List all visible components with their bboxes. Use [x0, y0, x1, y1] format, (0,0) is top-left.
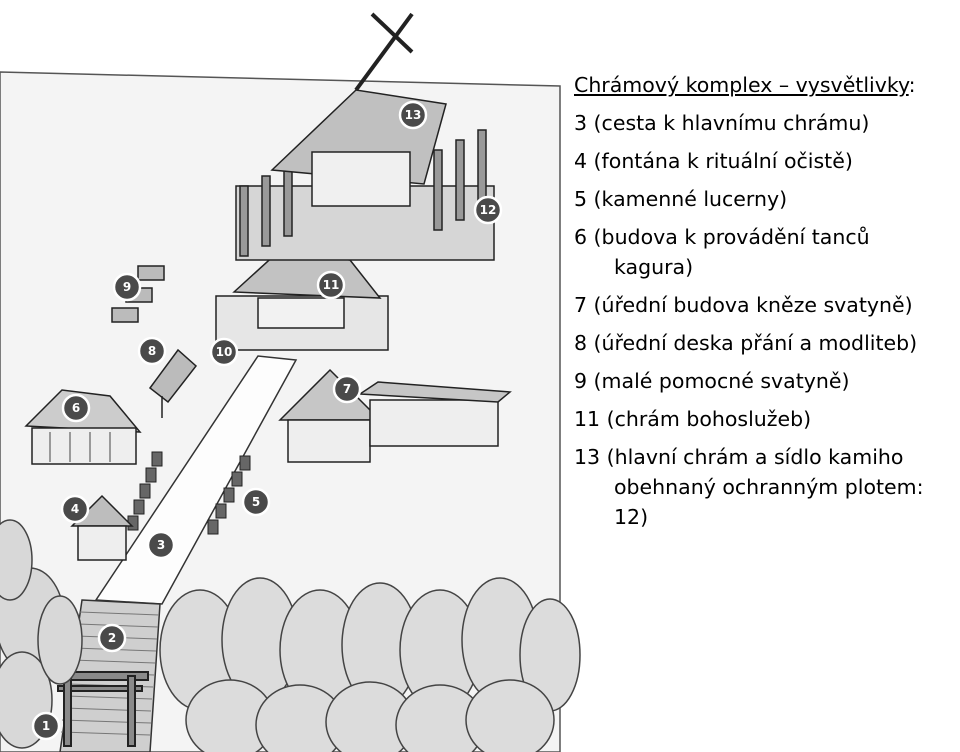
marker-8: 8 [137, 336, 167, 366]
stairs: 1 2 3 4 5 6 7 8 9 10 11 12 13 [0, 12, 581, 752]
legend-item-13-line1: 13 (hlavní chrám a sídlo kamiho [574, 445, 904, 469]
legend-item-13-line3: 12) [614, 505, 649, 529]
legend-item-9: 9 (malé pomocné svatyně) [574, 369, 850, 393]
svg-text:2: 2 [108, 631, 116, 645]
legend-item-5: 5 (kamenné lucerny) [574, 187, 788, 211]
svg-text:1: 1 [42, 719, 50, 733]
legend-title: Chrámový komplex – vysvětlivky: [574, 73, 916, 97]
legend-item-6: 6 (budova k provádění tanců kagura) [574, 222, 960, 282]
svg-text:12: 12 [480, 203, 497, 217]
svg-text:10: 10 [216, 345, 233, 359]
marker-3: 3 [146, 530, 176, 560]
legend-item-11: 11 (chrám bohoslužeb) [574, 407, 812, 431]
marker-5: 5 [241, 487, 271, 517]
marker-11: 11 [316, 270, 346, 300]
svg-text:8: 8 [148, 344, 156, 358]
legend-item-13-line2: obehnaný ochranným plotem: [614, 475, 924, 499]
svg-text:6: 6 [72, 401, 80, 415]
stone-lanterns-left [127, 451, 163, 531]
stone-lanterns-right [207, 455, 251, 535]
trees-right [159, 577, 581, 752]
svg-text:4: 4 [71, 502, 79, 516]
legend-item-8: 8 (úřední deska přání a modliteb) [574, 331, 918, 355]
kagura-dance-hall [24, 389, 142, 465]
prayer-board [148, 348, 198, 418]
marker-13: 13 [398, 100, 428, 130]
marker-10: 10 [209, 337, 239, 367]
marker-9: 9 [112, 272, 142, 302]
svg-text:7: 7 [343, 382, 351, 396]
svg-text:3: 3 [157, 538, 165, 552]
marker-2: 2 [97, 623, 127, 653]
marker-7: 7 [332, 374, 362, 404]
priest-office [278, 368, 512, 463]
svg-text:5: 5 [252, 495, 260, 509]
legend-item-4: 4 (fontána k rituální očistě) [574, 149, 853, 173]
svg-text:13: 13 [405, 108, 422, 122]
legend-item-6-line1: 6 (budova k provádění tanců [574, 225, 870, 249]
marker-12: 12 [473, 195, 503, 225]
legend-item-13: 13 (hlavní chrám a sídlo kamiho obehnaný… [574, 442, 960, 532]
trees-left [0, 519, 83, 749]
svg-text:11: 11 [323, 278, 340, 292]
marker-6: 6 [61, 393, 91, 423]
legend-item-7: 7 (úřední budova kněze svatyně) [574, 293, 913, 317]
purification-fountain [70, 494, 134, 561]
marker-4: 4 [60, 494, 90, 524]
svg-text:9: 9 [123, 280, 131, 294]
legend-item-6-line2: kagura) [614, 255, 694, 279]
marker-1: 1 [31, 711, 61, 741]
legend: Chrámový komplex – vysvětlivky: 3 (cesta… [574, 70, 960, 540]
legend-item-3: 3 (cesta k hlavnímu chrámu) [574, 111, 870, 135]
